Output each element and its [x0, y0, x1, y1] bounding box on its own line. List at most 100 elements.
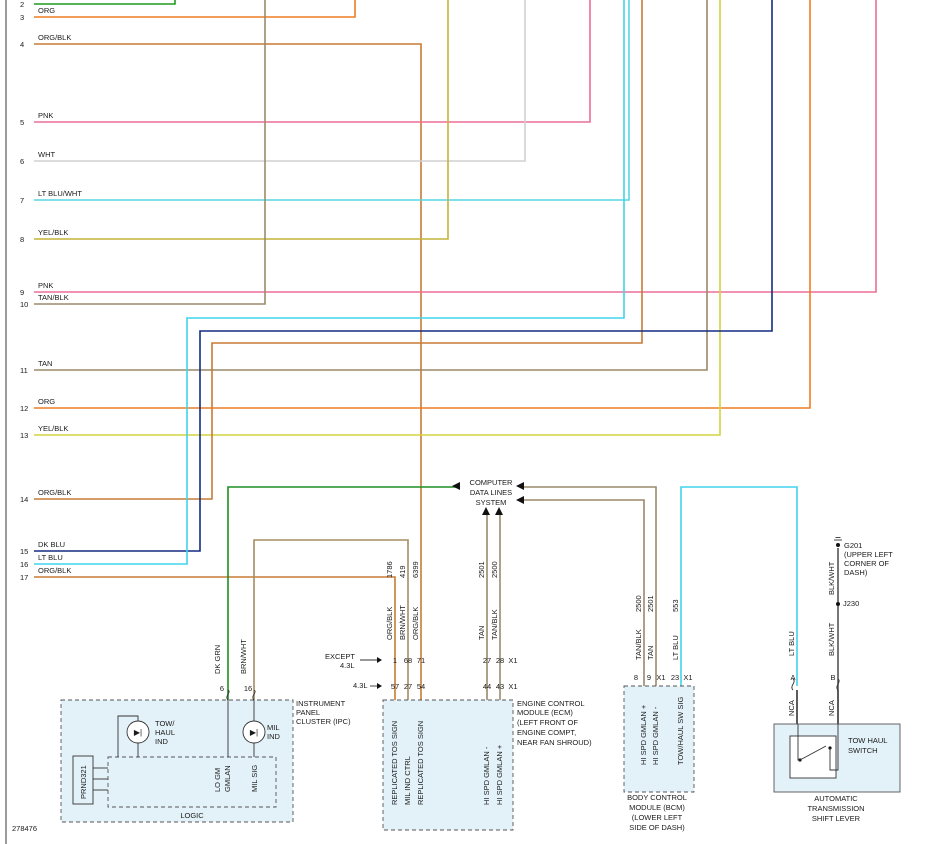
ecm-except-connector: X1 [508, 656, 517, 665]
bcm-pin: 8 [634, 673, 638, 682]
g201-label-4: DASH) [844, 568, 868, 577]
switch-wire-blk-wht-lower: BLK/WHT [827, 622, 836, 656]
switch-pin-a: A [790, 673, 795, 682]
ecm-circuit-number: 2500 [490, 561, 499, 578]
ecm-43l-pin: 43 [496, 682, 504, 691]
ecm-title-2: MODULE (ECM) [517, 708, 573, 717]
wire-number: 2 [20, 0, 24, 9]
ecm-title-1: ENGINE CONTROL [517, 699, 585, 708]
ecm-circuit-number: 2501 [477, 561, 486, 578]
wire-11 [34, 0, 708, 371]
body-control-module: BODY CONTROL MODULE (BCM) (LOWER LEFT SI… [623, 595, 695, 832]
ecm-pin-function: MIL IND CTRL [403, 756, 412, 805]
ecm-except-pin: 28 [496, 656, 504, 665]
ipc-lo-gmlan-1: LO GM [213, 768, 222, 792]
wire-label: DK BLU [38, 540, 65, 549]
bcm-title-4: SIDE OF DASH) [629, 823, 685, 832]
wire-label: ORG/BLK [38, 33, 71, 42]
instrument-panel-cluster: LOGIC INSTRUMENT PANEL CLUSTER (IPC) 6 1… [60, 639, 351, 823]
wire-10 [34, 0, 266, 305]
bcm-connector: X1 [683, 673, 692, 682]
bcm-circuit-number: 2501 [646, 595, 655, 612]
arrow-head [377, 683, 382, 689]
tow-haul-switch-assembly: TOW HAUL SWITCH AUTOMATIC TRANSMISSION S… [773, 537, 901, 823]
bcm-wire-color: TAN [646, 646, 655, 660]
wire-number: 8 [20, 235, 24, 244]
wire-13 [34, 0, 721, 436]
wire-number: 13 [20, 431, 28, 440]
ecm-43l: 4.3L [353, 681, 368, 690]
switch-lever [799, 745, 827, 761]
arrow-head [516, 482, 524, 490]
wire-4 [34, 43, 422, 700]
bcm-wire-color: TAN/BLK [634, 629, 643, 660]
ecm-pin-function: REPLICATED TOS SIGN [416, 721, 425, 805]
wire-9 [34, 0, 877, 293]
bcm-box [623, 685, 695, 793]
splice-j230 [836, 602, 840, 606]
ecm-wire-color: BRN/WHT [398, 605, 407, 640]
wire-number: 15 [20, 547, 28, 556]
prnd-display-icon [72, 755, 94, 805]
ipc-wire-brn-wht: BRN/WHT [239, 639, 248, 674]
ecm-wire-color: ORG/BLK [385, 607, 394, 640]
wire-label: ORG/BLK [38, 488, 71, 497]
bcm-title-1: BODY CONTROL [627, 793, 687, 802]
connector-symbol [791, 678, 795, 691]
connector-symbol [836, 678, 840, 691]
ipc-lo-gmlan-2: GMLAN [223, 765, 232, 792]
ecm-43l-pin: 54 [417, 682, 425, 691]
ecm-pin-function: HI SPD GMLAN + [495, 744, 504, 805]
ground-g201-icon [836, 543, 840, 547]
wire-brn-wht-mil [253, 539, 409, 700]
wire-label: YEL/BLK [38, 424, 68, 433]
switch-internal-wire [797, 724, 800, 761]
arrow-head [516, 496, 524, 504]
wire-label: TAN/BLK [38, 293, 69, 302]
g201-label-3: CORNER OF [844, 559, 889, 568]
wire-label: LT BLU/WHT [38, 189, 82, 198]
ecm-wire-color: ORG/BLK [411, 607, 420, 640]
bcm-title-3: (LOWER LEFT [632, 813, 683, 822]
ecm-pin-function: REPLICATED TOS SIGN [390, 721, 399, 805]
switch-wire-blk-wht-upper: BLK/WHT [827, 561, 836, 595]
wire-14 [34, 0, 643, 500]
wire-label: TAN [38, 359, 52, 368]
engine-control-module: ENGINE CONTROL MODULE (ECM) (LEFT FRONT … [325, 561, 592, 831]
prnd-label: PRND321 [79, 765, 88, 799]
tow-ind-2: HAUL [155, 728, 175, 737]
ipc-logic-label: LOGIC [180, 811, 204, 820]
led-glyph: ▶| [134, 728, 142, 737]
wire-5 [34, 0, 591, 123]
ecm-except-2: 4.3L [340, 661, 355, 670]
ipc-pin-16: 16 [244, 684, 252, 693]
bcm-title-2: MODULE (BCM) [629, 803, 685, 812]
tow-ind-1: TOW/ [155, 719, 175, 728]
wire-number: 11 [20, 366, 28, 375]
ipc-logic-box [107, 756, 277, 808]
ecm-except-pin: 1 [393, 656, 397, 665]
data-lines-title-3: SYSTEM [476, 498, 507, 507]
ecm-title-3: (LEFT FRONT OF [517, 718, 578, 727]
ipc-title-2: PANEL [296, 708, 320, 717]
splice-j230-label: J230 [843, 599, 859, 608]
mil-ind-2: IND [267, 732, 281, 741]
ipc-title-3: CLUSTER (IPC) [296, 717, 351, 726]
wire-label: YEL/BLK [38, 228, 68, 237]
switch-nca-2: NCA [827, 700, 836, 716]
bcm-connector: X1 [656, 673, 665, 682]
arrow-head [482, 507, 490, 515]
bcm-circuit-number: 553 [671, 599, 680, 612]
switch-wire-lt-blu: LT BLU [787, 631, 796, 656]
wire-number: 4 [20, 40, 24, 49]
ecm-43l-pin: 44 [483, 682, 491, 691]
wire-layer [34, 0, 877, 724]
arrow-head [452, 482, 460, 490]
wire-8 [34, 0, 449, 240]
wire-number: 16 [20, 560, 28, 569]
wire-17 [34, 576, 396, 700]
ecm-wire-color: TAN [477, 626, 486, 640]
wire-dk-grn-ipc-data [227, 486, 460, 700]
